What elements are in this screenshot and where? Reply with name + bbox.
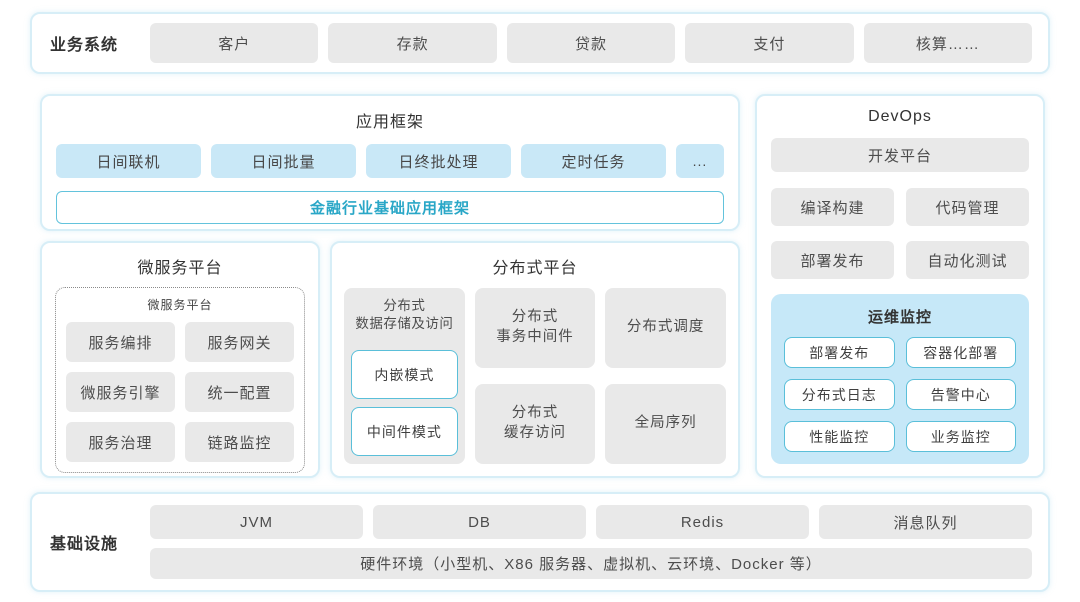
microservice-items: 服务编排 服务网关 微服务引擎 统一配置 服务治理 链路监控 bbox=[66, 322, 294, 462]
infra-item-jvm: JVM bbox=[150, 505, 363, 539]
business-item-accounting: 核算…… bbox=[863, 23, 1033, 63]
devops-item-deploy: 部署发布 bbox=[771, 241, 894, 279]
app-item-daytime-batch: 日间批量 bbox=[211, 144, 356, 178]
transaction-line2: 事务中间件 bbox=[496, 329, 574, 345]
app-framework-card: 应用框架 日间联机 日间批量 日终批处理 定时任务 ... 金融行业基础应用框架 bbox=[40, 94, 740, 231]
cache-line1: 分布式 bbox=[511, 405, 559, 422]
app-item-daytime-online: 日间联机 bbox=[56, 144, 201, 178]
distributed-col-right: 分布式调度 全局序列 bbox=[605, 288, 727, 464]
business-system-label: 业务系统 bbox=[49, 37, 118, 54]
monitor-item-performance: 性能监控 bbox=[784, 421, 895, 452]
app-item-more: ... bbox=[676, 144, 724, 178]
microservice-inner-box: 微服务平台 服务编排 服务网关 微服务引擎 统一配置 服务治理 链路监控 bbox=[55, 287, 305, 473]
devops-dev-platform: 开发平台 bbox=[771, 138, 1029, 172]
devops-item-build: 编译构建 bbox=[771, 188, 894, 226]
distributed-transaction-box: 分布式 事务中间件 bbox=[474, 288, 596, 368]
monitor-item-alert: 告警中心 bbox=[905, 379, 1016, 410]
distributed-cache-box: 分布式 缓存访问 bbox=[474, 384, 596, 464]
distributed-card: 分布式平台 分布式 数据存储及访问 内嵌模式 中间件模式 分布式 事务中间件 bbox=[330, 241, 740, 478]
devops-items: 编译构建 代码管理 部署发布 自动化测试 bbox=[771, 188, 1029, 279]
storage-mode-embedded: 内嵌模式 bbox=[351, 350, 458, 400]
infrastructure-band: 基础设施 JVM DB Redis 消息队列 硬件环境（小型机、X86 服务器、… bbox=[30, 492, 1050, 592]
distributed-col-storage: 分布式 数据存储及访问 内嵌模式 中间件模式 bbox=[344, 288, 465, 464]
app-item-eod-batch: 日终批处理 bbox=[366, 144, 511, 178]
cache-line2: 缓存访问 bbox=[504, 425, 566, 441]
distributed-sequence-box: 全局序列 bbox=[605, 384, 727, 464]
micro-item-tracing: 链路监控 bbox=[185, 422, 294, 462]
business-item-loan: 贷款 bbox=[506, 23, 676, 63]
devops-item-auto-test: 自动化测试 bbox=[906, 241, 1029, 279]
microservice-title: 微服务平台 bbox=[137, 260, 223, 277]
monitor-item-deploy: 部署发布 bbox=[784, 337, 895, 368]
distributed-grid: 分布式 数据存储及访问 内嵌模式 中间件模式 分布式 事务中间件 分布式 缓存访… bbox=[344, 288, 727, 464]
infra-item-redis: Redis bbox=[596, 505, 809, 539]
app-framework-title: 应用框架 bbox=[355, 114, 424, 131]
devops-card: DevOps 开发平台 编译构建 代码管理 部署发布 自动化测试 运维监控 部署… bbox=[755, 94, 1045, 478]
micro-item-orchestration: 服务编排 bbox=[66, 322, 175, 362]
ops-monitoring-title: 运维监控 bbox=[867, 309, 932, 326]
distributed-col-middle: 分布式 事务中间件 分布式 缓存访问 bbox=[474, 288, 596, 464]
ops-monitoring-panel: 运维监控 部署发布 容器化部署 分布式日志 告警中心 性能监控 业务监控 bbox=[771, 294, 1029, 464]
app-item-scheduled-task: 定时任务 bbox=[521, 144, 666, 178]
micro-item-governance: 服务治理 bbox=[66, 422, 175, 462]
monitor-item-business: 业务监控 bbox=[905, 421, 1016, 452]
app-framework-items: 日间联机 日间批量 日终批处理 定时任务 ... bbox=[56, 144, 724, 178]
devops-title: DevOps bbox=[868, 108, 932, 125]
devops-item-code-mgmt: 代码管理 bbox=[906, 188, 1029, 226]
micro-item-gateway: 服务网关 bbox=[185, 322, 294, 362]
base-framework-box: 金融行业基础应用框架 bbox=[56, 191, 724, 224]
storage-title-line1: 分布式 bbox=[383, 298, 426, 313]
distributed-title: 分布式平台 bbox=[492, 260, 578, 277]
infrastructure-items: JVM DB Redis 消息队列 bbox=[150, 505, 1032, 539]
distributed-scheduler-box: 分布式调度 bbox=[605, 288, 727, 368]
infra-item-mq: 消息队列 bbox=[819, 505, 1032, 539]
transaction-line1: 分布式 bbox=[511, 309, 559, 326]
hardware-environment-bar: 硬件环境（小型机、X86 服务器、虚拟机、云环境、Docker 等） bbox=[150, 548, 1032, 579]
business-system-band: 业务系统 客户 存款 贷款 支付 核算…… bbox=[30, 12, 1050, 74]
ops-monitoring-items: 部署发布 容器化部署 分布式日志 告警中心 性能监控 业务监控 bbox=[784, 337, 1016, 452]
business-item-customer: 客户 bbox=[150, 23, 319, 63]
storage-title-line2: 数据存储及访问 bbox=[355, 315, 454, 331]
microservice-card: 微服务平台 微服务平台 服务编排 服务网关 微服务引擎 统一配置 服务治理 链路… bbox=[40, 241, 320, 478]
infrastructure-label: 基础设施 bbox=[49, 536, 118, 553]
micro-item-config: 统一配置 bbox=[185, 372, 294, 412]
distributed-storage-title: 分布式 数据存储及访问 bbox=[351, 297, 458, 332]
storage-mode-middleware: 中间件模式 bbox=[351, 407, 458, 456]
micro-item-engine: 微服务引擎 bbox=[66, 372, 175, 412]
distributed-storage-box: 分布式 数据存储及访问 内嵌模式 中间件模式 bbox=[344, 288, 465, 464]
business-item-deposit: 存款 bbox=[328, 23, 497, 63]
microservice-inner-title: 微服务平台 bbox=[147, 298, 213, 312]
infra-item-db: DB bbox=[373, 505, 586, 539]
monitor-item-container: 容器化部署 bbox=[905, 337, 1016, 368]
business-system-items: 客户 存款 贷款 支付 核算…… bbox=[150, 23, 1033, 63]
infrastructure-content: JVM DB Redis 消息队列 硬件环境（小型机、X86 服务器、虚拟机、云… bbox=[150, 505, 1032, 579]
business-item-payment: 支付 bbox=[685, 23, 854, 63]
monitor-item-log: 分布式日志 bbox=[784, 379, 895, 410]
